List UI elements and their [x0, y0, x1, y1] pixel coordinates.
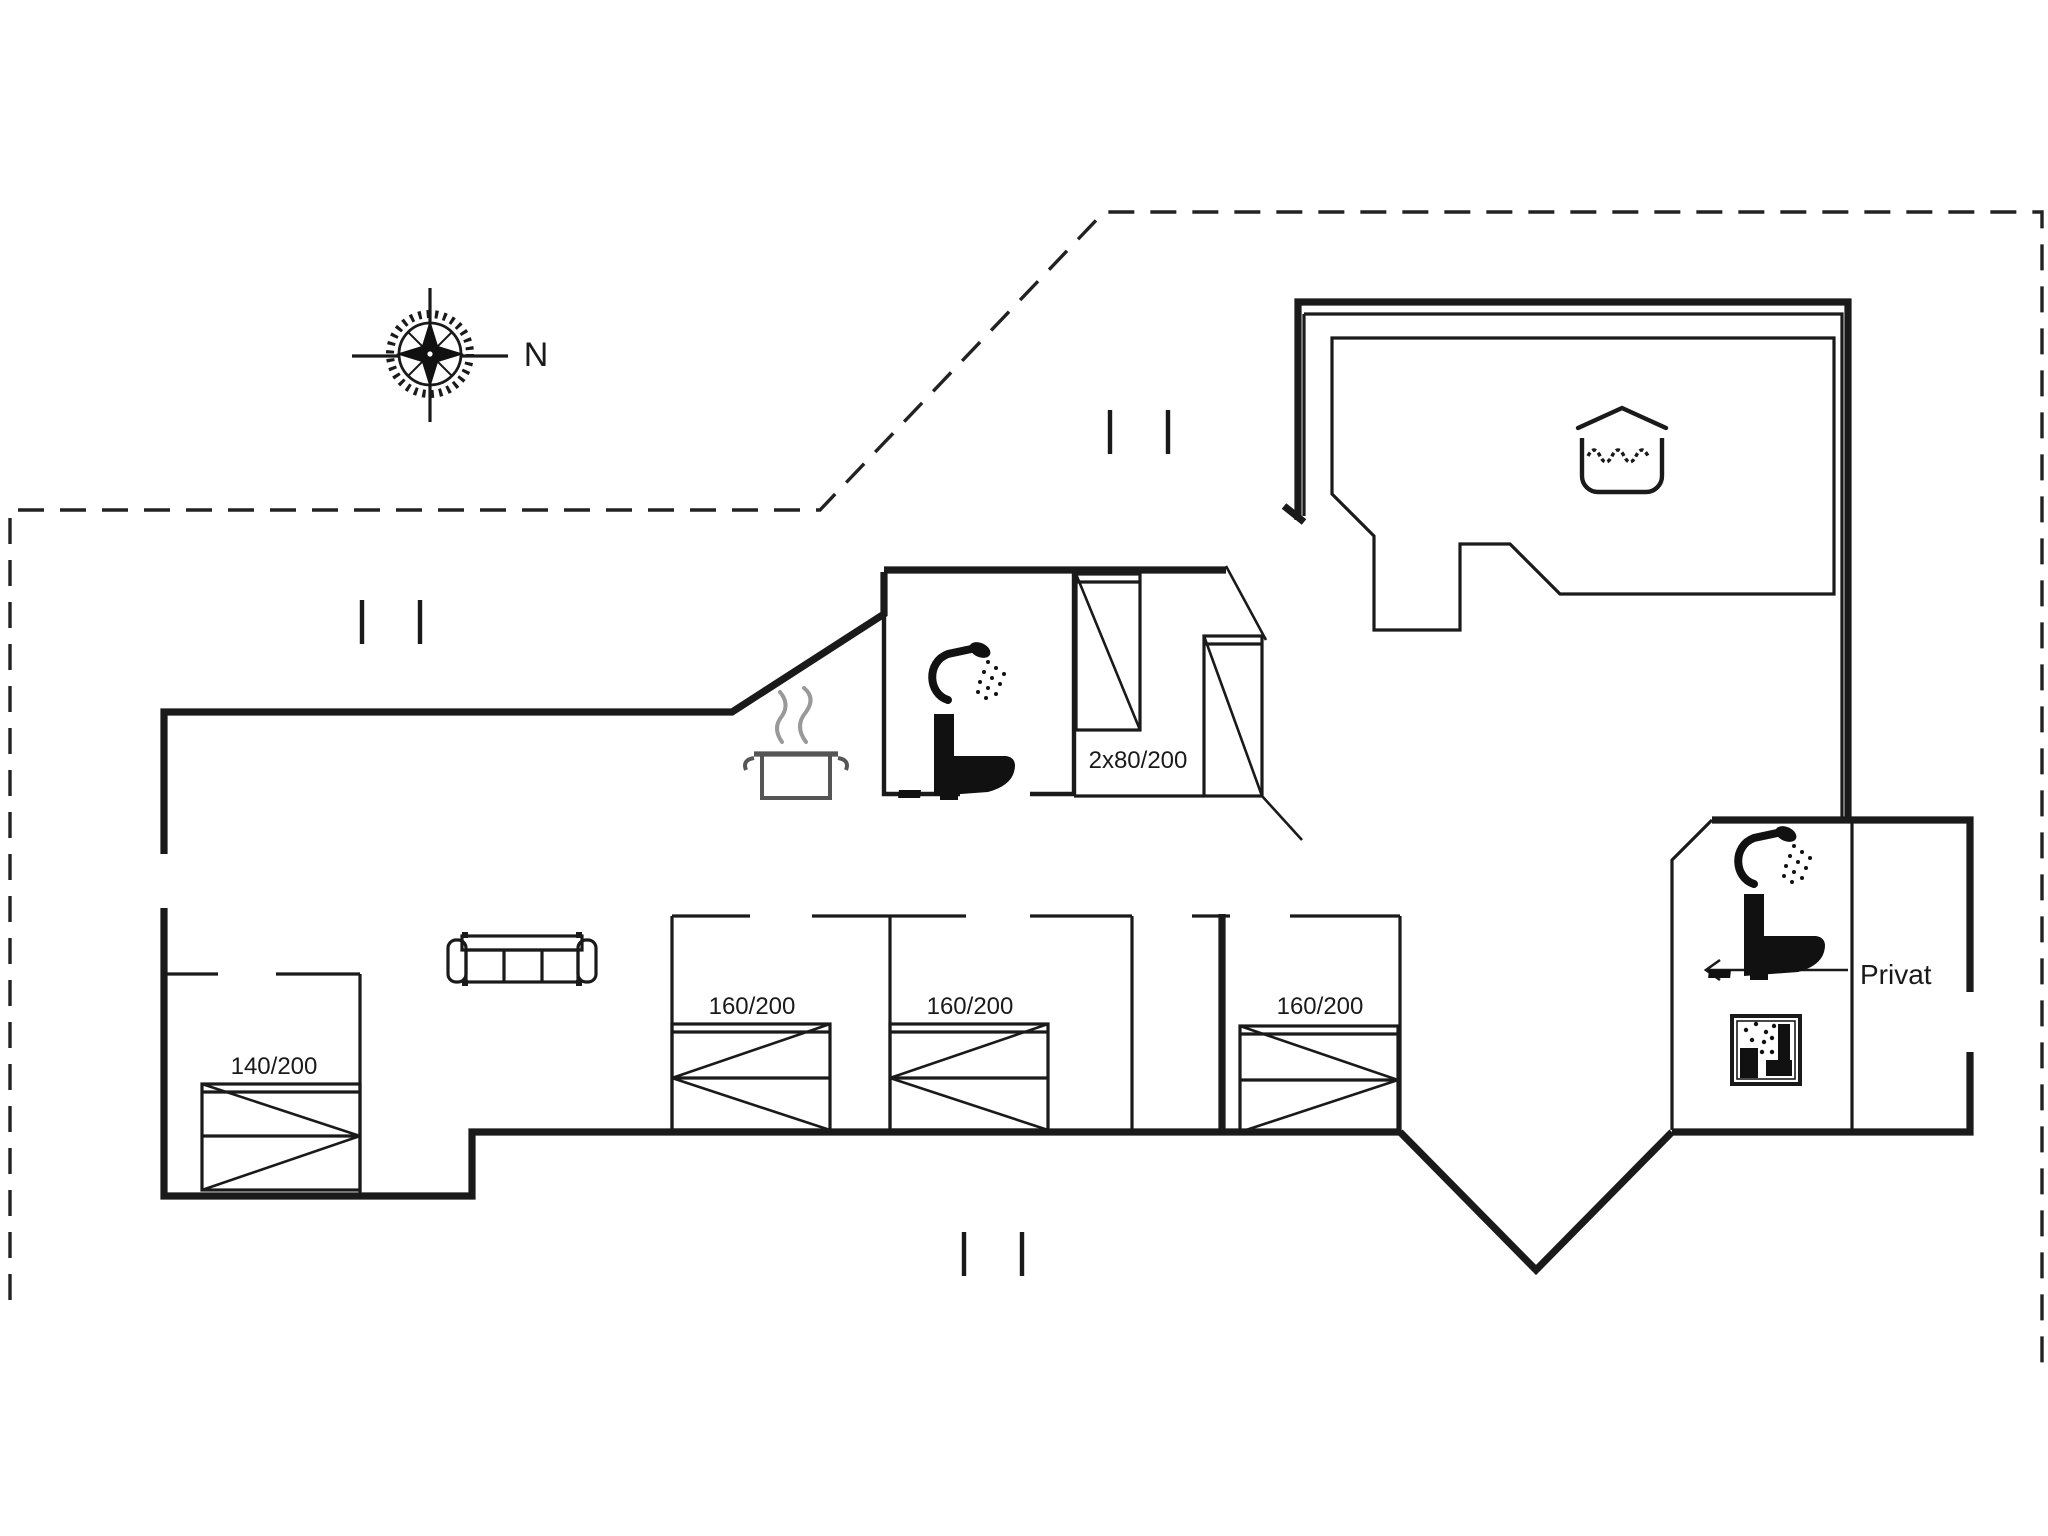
bed-size-label-160-1: 160/200 — [709, 993, 796, 1020]
single-bed-left — [1074, 572, 1142, 732]
bed-160x200-1 — [670, 1022, 832, 1132]
window-mark-icon — [359, 410, 1171, 1276]
bed-160x200-2 — [888, 1022, 1050, 1132]
compass-rose-icon — [352, 288, 508, 422]
terrace-deck-outline — [1330, 336, 1836, 632]
privat-label: Privat — [1860, 959, 1932, 990]
north-label: N — [524, 336, 549, 374]
bed-size-label-160-2: 160/200 — [927, 993, 1014, 1020]
single-bed-right — [1202, 634, 1264, 798]
cooking-pot-icon — [743, 686, 849, 800]
bed-size-label-160-3: 160/200 — [1277, 993, 1364, 1020]
bed-size-label-2x80: 2x80/200 — [1089, 747, 1188, 774]
interior-walls — [164, 312, 1854, 1194]
bed-size-label-140: 140/200 — [231, 1053, 318, 1080]
bed-140x200 — [200, 1082, 362, 1192]
bed-160x200-3 — [1238, 1024, 1400, 1134]
toilet-icon — [1708, 894, 1825, 980]
exterior-walls — [160, 298, 1974, 1276]
shower-icon — [1738, 823, 1812, 884]
toilet-icon — [898, 714, 1015, 800]
washing-machine-icon — [1730, 1014, 1802, 1086]
shower-icon — [928, 642, 1006, 704]
spa-bath-icon — [1575, 405, 1669, 495]
property-boundary — [8, 210, 2044, 1376]
sofa-icon — [446, 932, 598, 986]
